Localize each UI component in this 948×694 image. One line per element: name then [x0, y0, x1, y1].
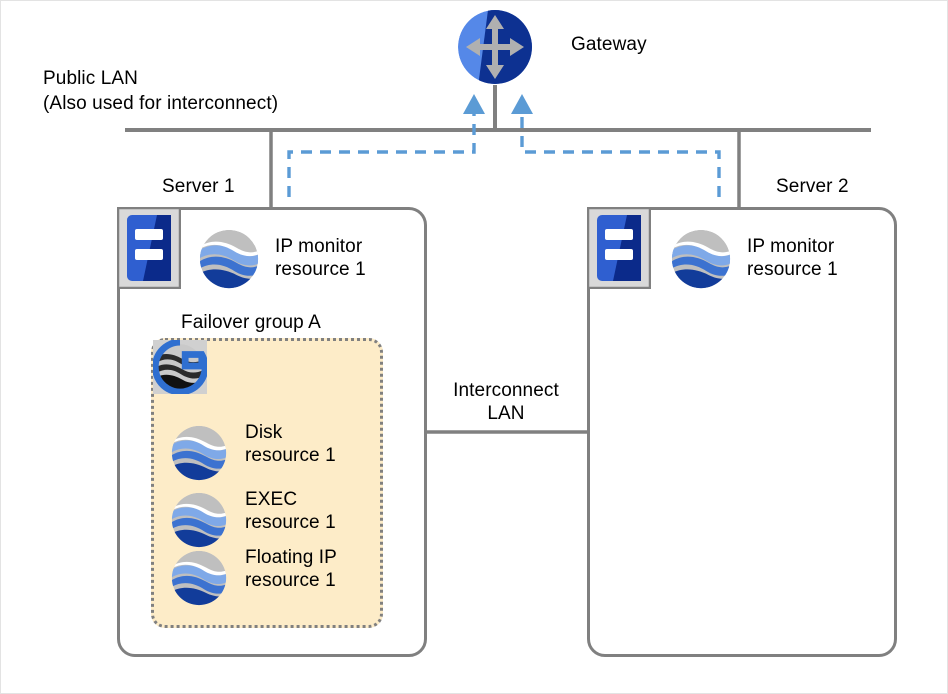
disk-resource-label-line2: resource 1: [245, 445, 336, 466]
resource-sphere-icon-exec-overlay: [171, 492, 227, 548]
failover-group-label: Failover group A: [181, 312, 321, 333]
ip-monitor-arrow-server1: [463, 94, 485, 114]
interconnect-lan-label-line1: Interconnect: [453, 380, 559, 401]
floating-ip-resource-label-line1: Floating IP: [245, 547, 337, 568]
server-icon-server1-overlay: [117, 207, 181, 289]
ip-monitor-arrow-server2: [511, 94, 533, 114]
server1-label: Server 1: [162, 176, 235, 197]
exec-resource-label-line2: resource 1: [245, 512, 336, 533]
server-icon-server2-overlay: [587, 207, 651, 289]
ip-monitor-path-server2: [520, 114, 721, 197]
public-lan-label-line2: (Also used for interconnect): [43, 93, 279, 114]
disk-resource-label-line1: Disk: [245, 422, 283, 443]
ip-monitor-resource-label-s1-line1: IP monitor: [275, 236, 363, 257]
failover-group-icon: [153, 340, 207, 394]
exec-resource-label-line1: EXEC: [245, 489, 298, 510]
resource-sphere-icon-disk-overlay: [171, 425, 227, 481]
ip-monitor-resource-label-s2-line2: resource 1: [747, 259, 838, 280]
interconnect-lan-label-line2: LAN: [487, 403, 525, 424]
gateway-router-icon: [458, 10, 532, 87]
server2-label: Server 2: [776, 176, 849, 197]
resource-sphere-icon-ip-monitor-s2-overlay: [671, 229, 731, 289]
floating-ip-resource-label-line2: resource 1: [245, 570, 336, 591]
server1-box[interactable]: [117, 207, 427, 657]
resource-sphere-icon-ip-monitor-s1-overlay: [199, 229, 259, 289]
resource-sphere-icon-floating-ip-overlay: [171, 550, 227, 606]
gateway-label: Gateway: [571, 34, 647, 55]
ip-monitor-resource-label-s2-line1: IP monitor: [747, 236, 835, 257]
ip-monitor-resource-label-s1-line2: resource 1: [275, 259, 366, 280]
ip-monitor-path-server1: [287, 114, 476, 197]
public-lan-label-line1: Public LAN: [43, 68, 138, 89]
server2-box[interactable]: [587, 207, 897, 657]
